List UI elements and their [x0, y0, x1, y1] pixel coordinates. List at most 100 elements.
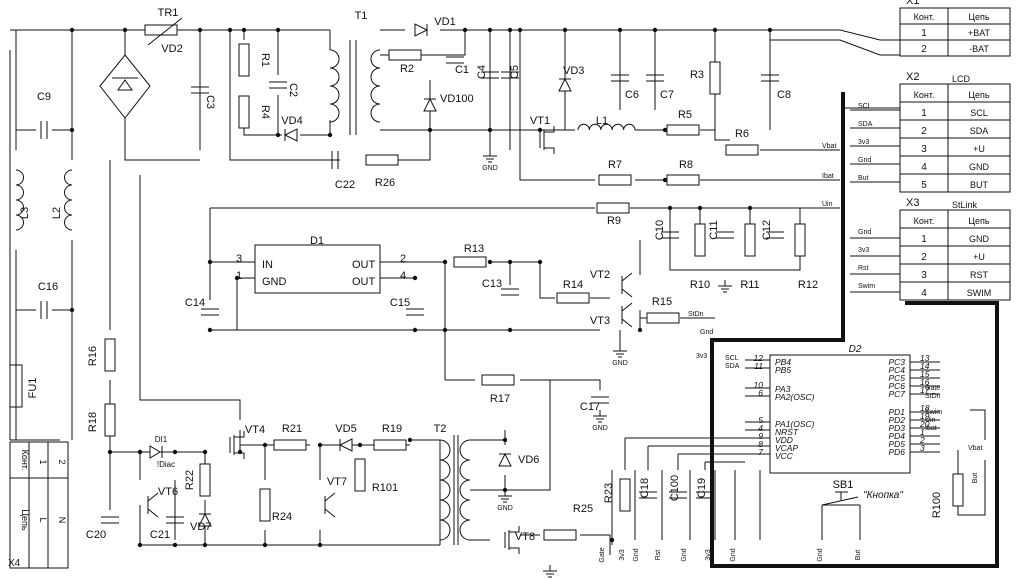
mcu-pin-number: 11	[754, 361, 763, 371]
transistor-label: VT6	[158, 486, 178, 498]
resistor-label: R22	[184, 470, 196, 490]
resistor-body	[453, 256, 487, 268]
wire	[410, 439, 441, 545]
junction-dot	[667, 205, 673, 211]
gnd-label: GND	[482, 165, 498, 172]
junction-dot	[317, 542, 323, 548]
table-cell: 3	[921, 144, 927, 155]
mcu-pin-number: 20	[919, 419, 930, 429]
resistor-body	[556, 292, 590, 304]
mcu-pin-name: PD1	[888, 407, 905, 417]
resistor-label: R12	[798, 279, 818, 291]
net-label: Gnd	[858, 157, 871, 164]
mcu-pin-name: NRST	[775, 427, 799, 437]
net-label: SDA	[858, 121, 873, 128]
mcu-pin-number: 13	[920, 353, 930, 363]
capacitor-label: C4	[476, 65, 488, 79]
table-cell: 1	[921, 234, 927, 245]
junction-dot	[537, 259, 543, 265]
reg-pin-num: 1	[236, 270, 242, 282]
net-label: StDn	[925, 393, 941, 400]
capacitor-c13: C13	[482, 278, 519, 296]
capacitor-label: C14	[185, 297, 205, 309]
mcu-d2: D2PB412PB511PA310PA2(OSC)6PA1(OSC)5NRST4…	[754, 344, 930, 474]
diode-label: VD1	[434, 16, 455, 28]
table-title: X3	[906, 197, 919, 209]
resistor-r21: R21	[273, 423, 307, 451]
mcu-pin-number: 19	[920, 411, 930, 421]
mcu-pin-number: 4	[758, 423, 763, 433]
wire	[300, 120, 331, 136]
resistor-body	[794, 223, 806, 257]
junction-dot	[207, 259, 213, 265]
resistor-r101: R101	[354, 458, 398, 494]
junction-dot	[412, 275, 418, 281]
capacitor-label: C19	[696, 478, 708, 498]
resistor-label: R100	[931, 492, 943, 518]
resistor-label: R1	[259, 53, 271, 67]
capacitor-c14: C14	[185, 297, 219, 316]
capacitor-c22: C22	[331, 151, 355, 191]
table-header: Цепь	[968, 90, 990, 100]
table-cell: 2	[921, 44, 927, 55]
diode-vd3: VD3	[558, 65, 584, 92]
resistor-label: R3	[690, 69, 704, 81]
resistor-body	[543, 529, 577, 541]
wire	[420, 30, 466, 56]
mcu-pin-number: 2	[919, 435, 925, 445]
capacitor-c2: C2	[269, 81, 299, 97]
junction-dot	[317, 442, 323, 448]
resistor-body	[238, 43, 250, 77]
resistor-body	[104, 338, 116, 372]
table-header: Конт.	[914, 216, 935, 226]
net-label: But	[858, 175, 869, 182]
resistor-r16: R16	[87, 338, 116, 372]
capacitor-label: C8	[777, 89, 791, 101]
reg-pin-num: 2	[400, 253, 406, 265]
diac-ref: DI1	[155, 435, 168, 444]
table-cell: +BAT	[968, 28, 991, 38]
resistor-body	[694, 223, 706, 257]
capacitor-c17: C17	[580, 396, 609, 413]
resistor-body	[373, 439, 407, 451]
resistor-r14: R14	[556, 279, 590, 304]
capacitor-c19: C19	[696, 478, 714, 499]
resistor-r6: R6	[725, 128, 759, 156]
bottom-net-label: 3v3	[705, 549, 712, 560]
net-label: Gnd	[700, 329, 713, 336]
junction-dot	[712, 27, 718, 33]
resistor-r9: R9	[596, 202, 630, 227]
gnd-label: GND	[612, 360, 628, 367]
wire	[470, 439, 506, 445]
bottom-net-label: Gnd	[681, 548, 688, 561]
capacitor-label: C1	[455, 64, 469, 76]
ground-symbol: GND	[612, 345, 628, 367]
capacitor-c9: C9	[37, 91, 51, 139]
junction-dot	[122, 27, 128, 33]
junction-dot	[462, 27, 468, 33]
wire	[505, 380, 551, 491]
transformer-t1: T1	[329, 10, 381, 135]
resistor-label: R24	[272, 511, 292, 523]
capacitor-c7: C7	[646, 74, 674, 101]
table-title: X1	[906, 0, 919, 7]
wire	[669, 208, 801, 271]
resistor-r8: R8	[666, 159, 700, 186]
table-cell: GND	[969, 162, 990, 172]
labels: VbatIbatUinSCLSDA3v3GndButGnd3v3RstSwimS…	[599, 103, 982, 563]
wire	[970, 409, 986, 440]
resistor-label: R18	[87, 412, 99, 432]
table-cell: GND	[969, 234, 990, 244]
resistor-body	[259, 488, 271, 522]
net-label: 3v3	[696, 353, 707, 360]
capacitor-c16: C16	[38, 281, 58, 319]
junction-dot	[637, 327, 643, 333]
table-header: Конт.	[914, 90, 935, 100]
transistor-vt6: VT6	[147, 486, 178, 518]
diode-label: VD4	[281, 115, 302, 127]
resistor-label: R19	[382, 423, 402, 435]
table-frame	[899, 7, 1011, 57]
capacitor-c8: C8	[761, 74, 791, 101]
